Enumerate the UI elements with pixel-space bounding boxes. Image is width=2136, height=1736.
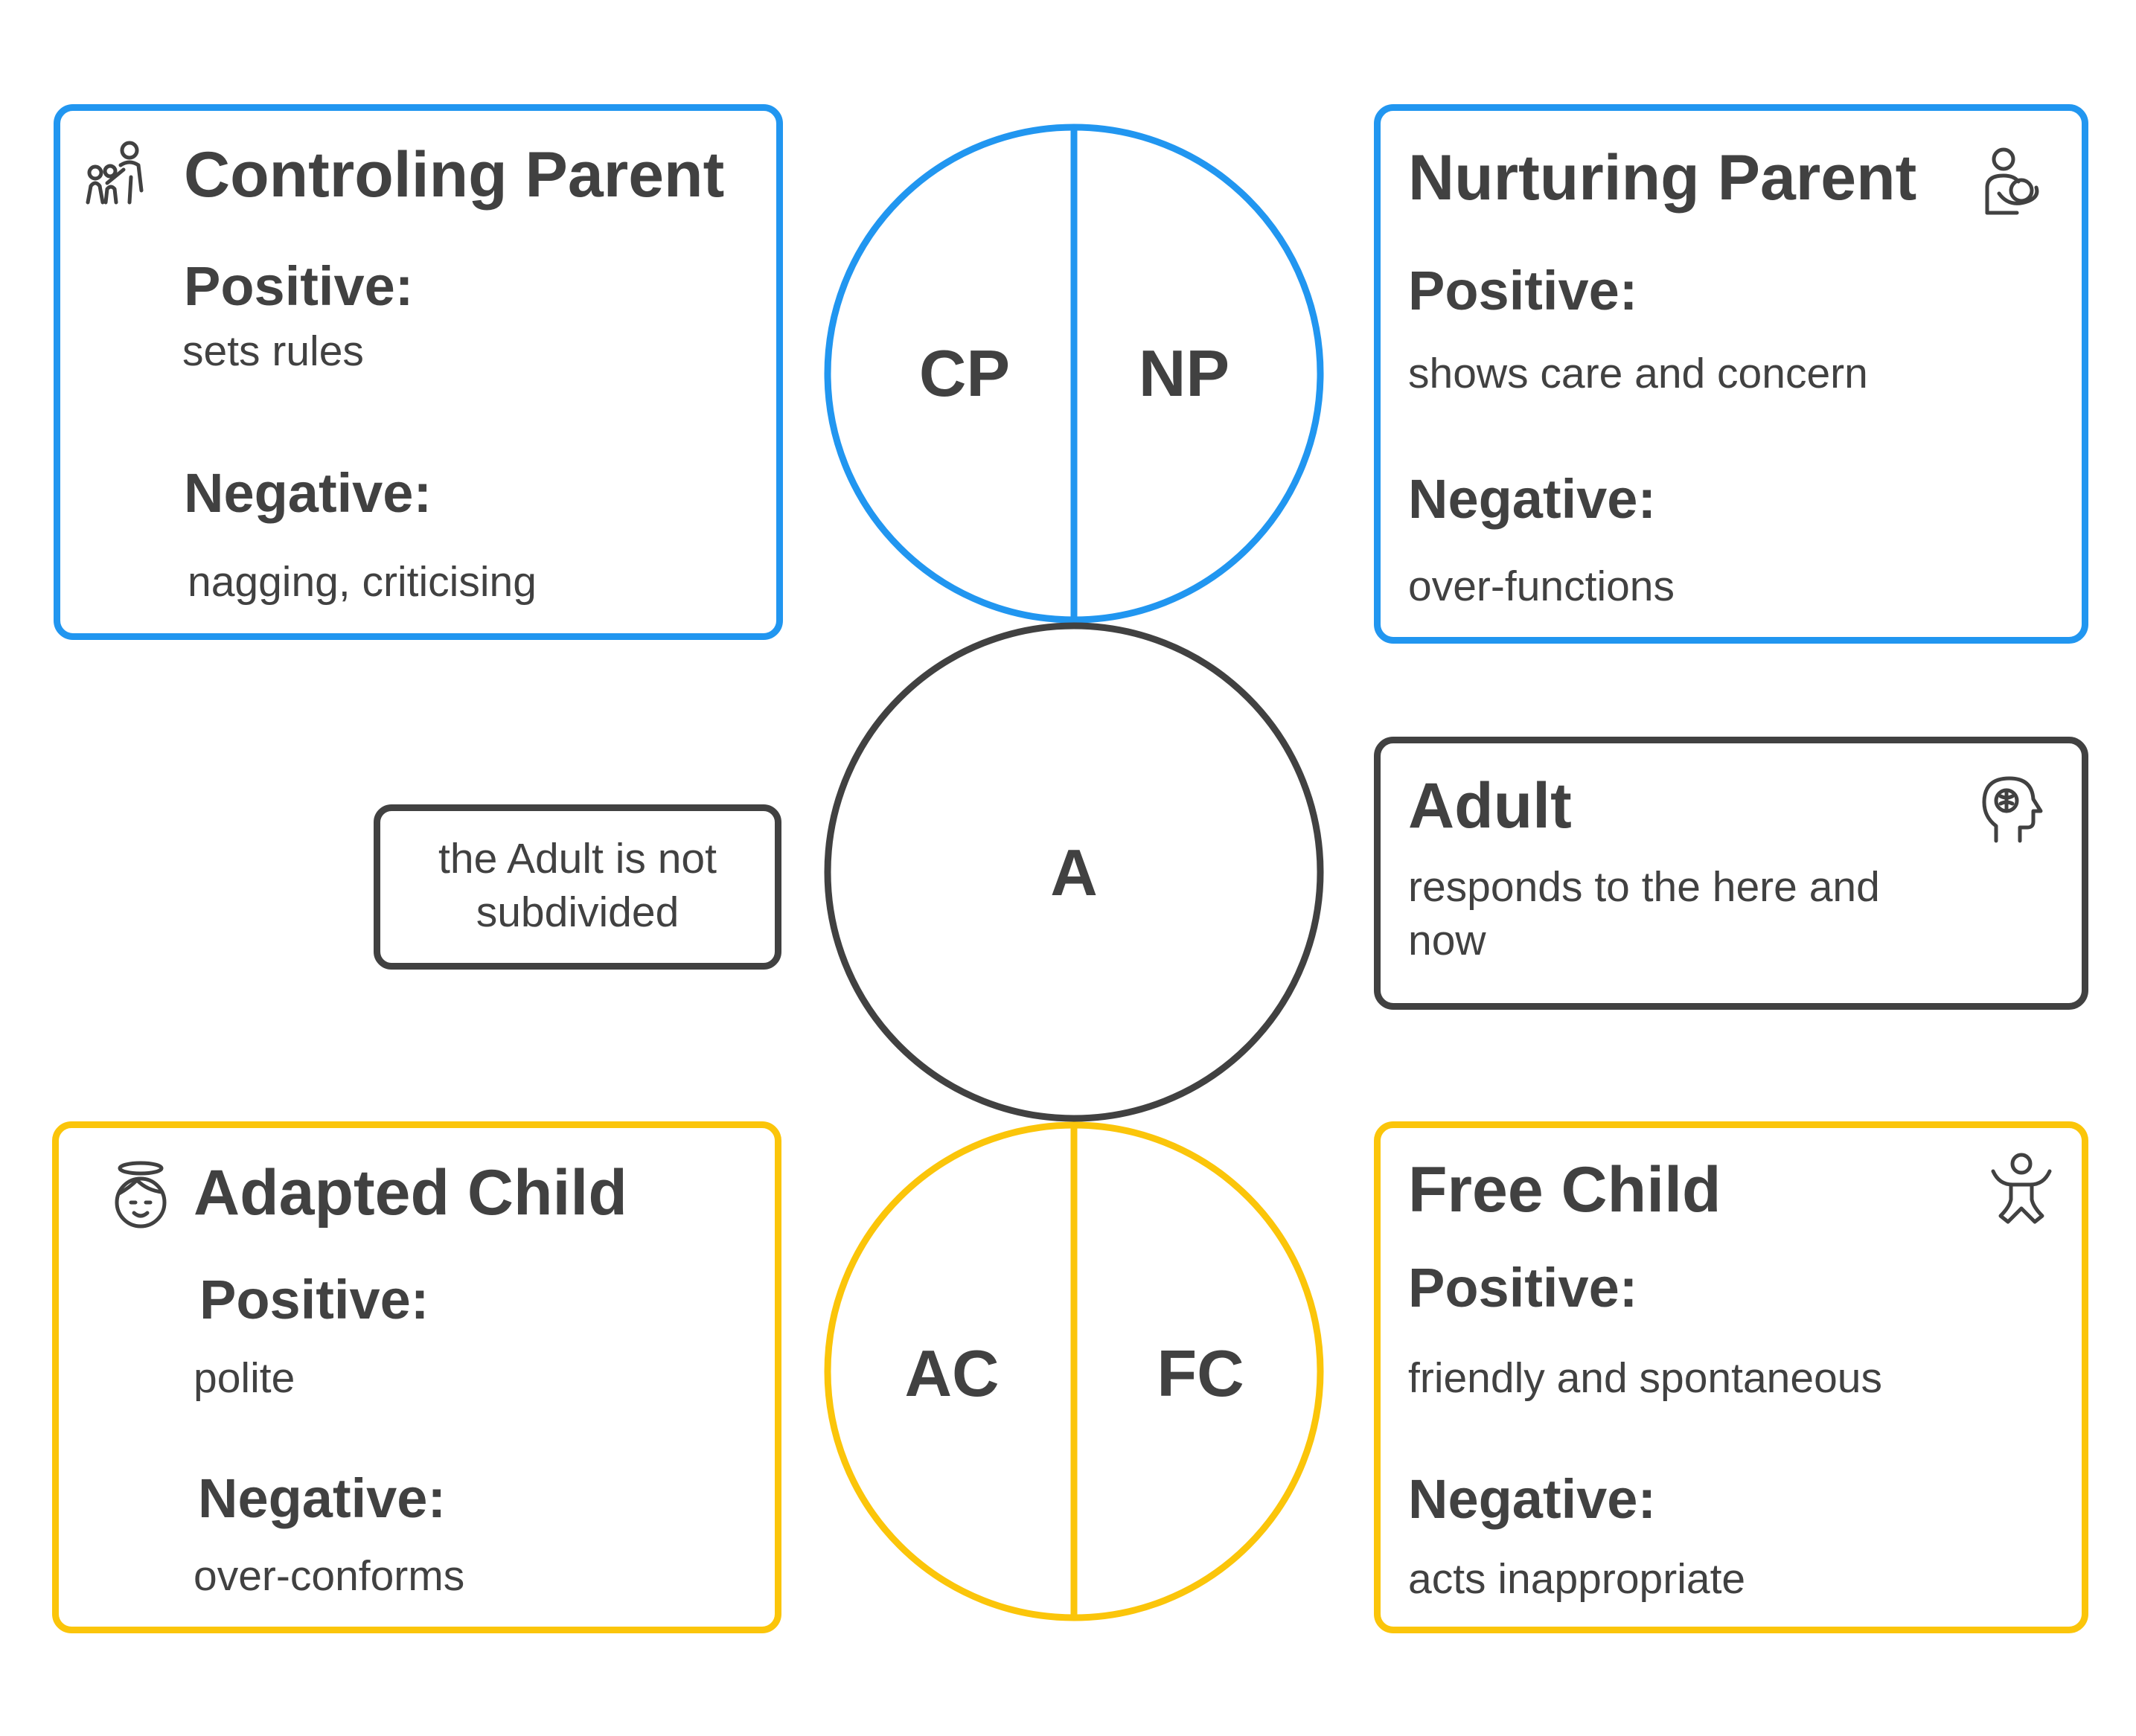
adapted-child-negative-text: over-conforms: [194, 1552, 465, 1600]
parent-circle: [824, 124, 1324, 624]
child-circle: [824, 1121, 1324, 1621]
free-child-negative-label: Negative:: [1408, 1468, 1657, 1530]
adapted-child-positive-label: Positive:: [199, 1269, 429, 1330]
free-child-title: Free Child: [1408, 1154, 1721, 1226]
fc-label: FC: [1157, 1336, 1244, 1410]
cp-label: CP: [919, 336, 1010, 410]
free-child-positive-label: Positive:: [1408, 1257, 1638, 1319]
parent-holding-baby-icon: [1978, 146, 2045, 217]
adult-text-line-1: responds to the here and: [1408, 863, 1880, 911]
nurturing-parent-card: [1374, 104, 2088, 644]
free-child-negative-text: acts inappropriate: [1408, 1555, 1746, 1603]
angel-face-icon: [109, 1161, 173, 1231]
nurturing-parent-positive-text: shows care and concern: [1408, 350, 1868, 397]
adult-text-line-2: now: [1408, 917, 1486, 964]
free-child-positive-text: friendly and spontaneous: [1408, 1354, 1882, 1402]
controlling-parent-title: Controling Parent: [184, 139, 725, 211]
nurturing-parent-negative-text: over-functions: [1408, 563, 1675, 610]
nurturing-parent-negative-label: Negative:: [1408, 468, 1657, 530]
controlling-parent-negative-label: Negative:: [184, 462, 432, 524]
np-label: NP: [1139, 336, 1230, 410]
controlling-parent-positive-text: sets rules: [182, 327, 364, 375]
controlling-parent-card: [54, 104, 783, 640]
adult-title: Adult: [1408, 770, 1572, 842]
ac-label: AC: [904, 1336, 999, 1410]
adapted-child-title: Adapted Child: [194, 1157, 627, 1229]
nurturing-parent-title: Nurturing Parent: [1408, 142, 1917, 214]
adapted-child-negative-label: Negative:: [198, 1467, 447, 1529]
adult-note-card: [374, 804, 781, 970]
adult-note-line-1: the Adult is not: [438, 835, 717, 883]
controlling-parent-positive-label: Positive:: [184, 255, 414, 317]
a-label: A: [1050, 836, 1098, 909]
adapted-child-positive-text: polite: [194, 1354, 295, 1402]
controlling-parent-negative-text: nagging, criticising: [188, 558, 537, 606]
adult-circle: [824, 622, 1324, 1122]
child-jumping-icon: [1989, 1152, 2054, 1225]
adult-note-line-2: subdivided: [476, 888, 680, 936]
nurturing-parent-positive-label: Positive:: [1408, 260, 1638, 321]
adult-card: [1374, 737, 2088, 1010]
parent-with-children-icon: [82, 140, 153, 207]
free-child-card: [1374, 1121, 2088, 1633]
adapted-child-card: [52, 1121, 781, 1633]
head-with-brain-icon: [1980, 774, 2047, 845]
